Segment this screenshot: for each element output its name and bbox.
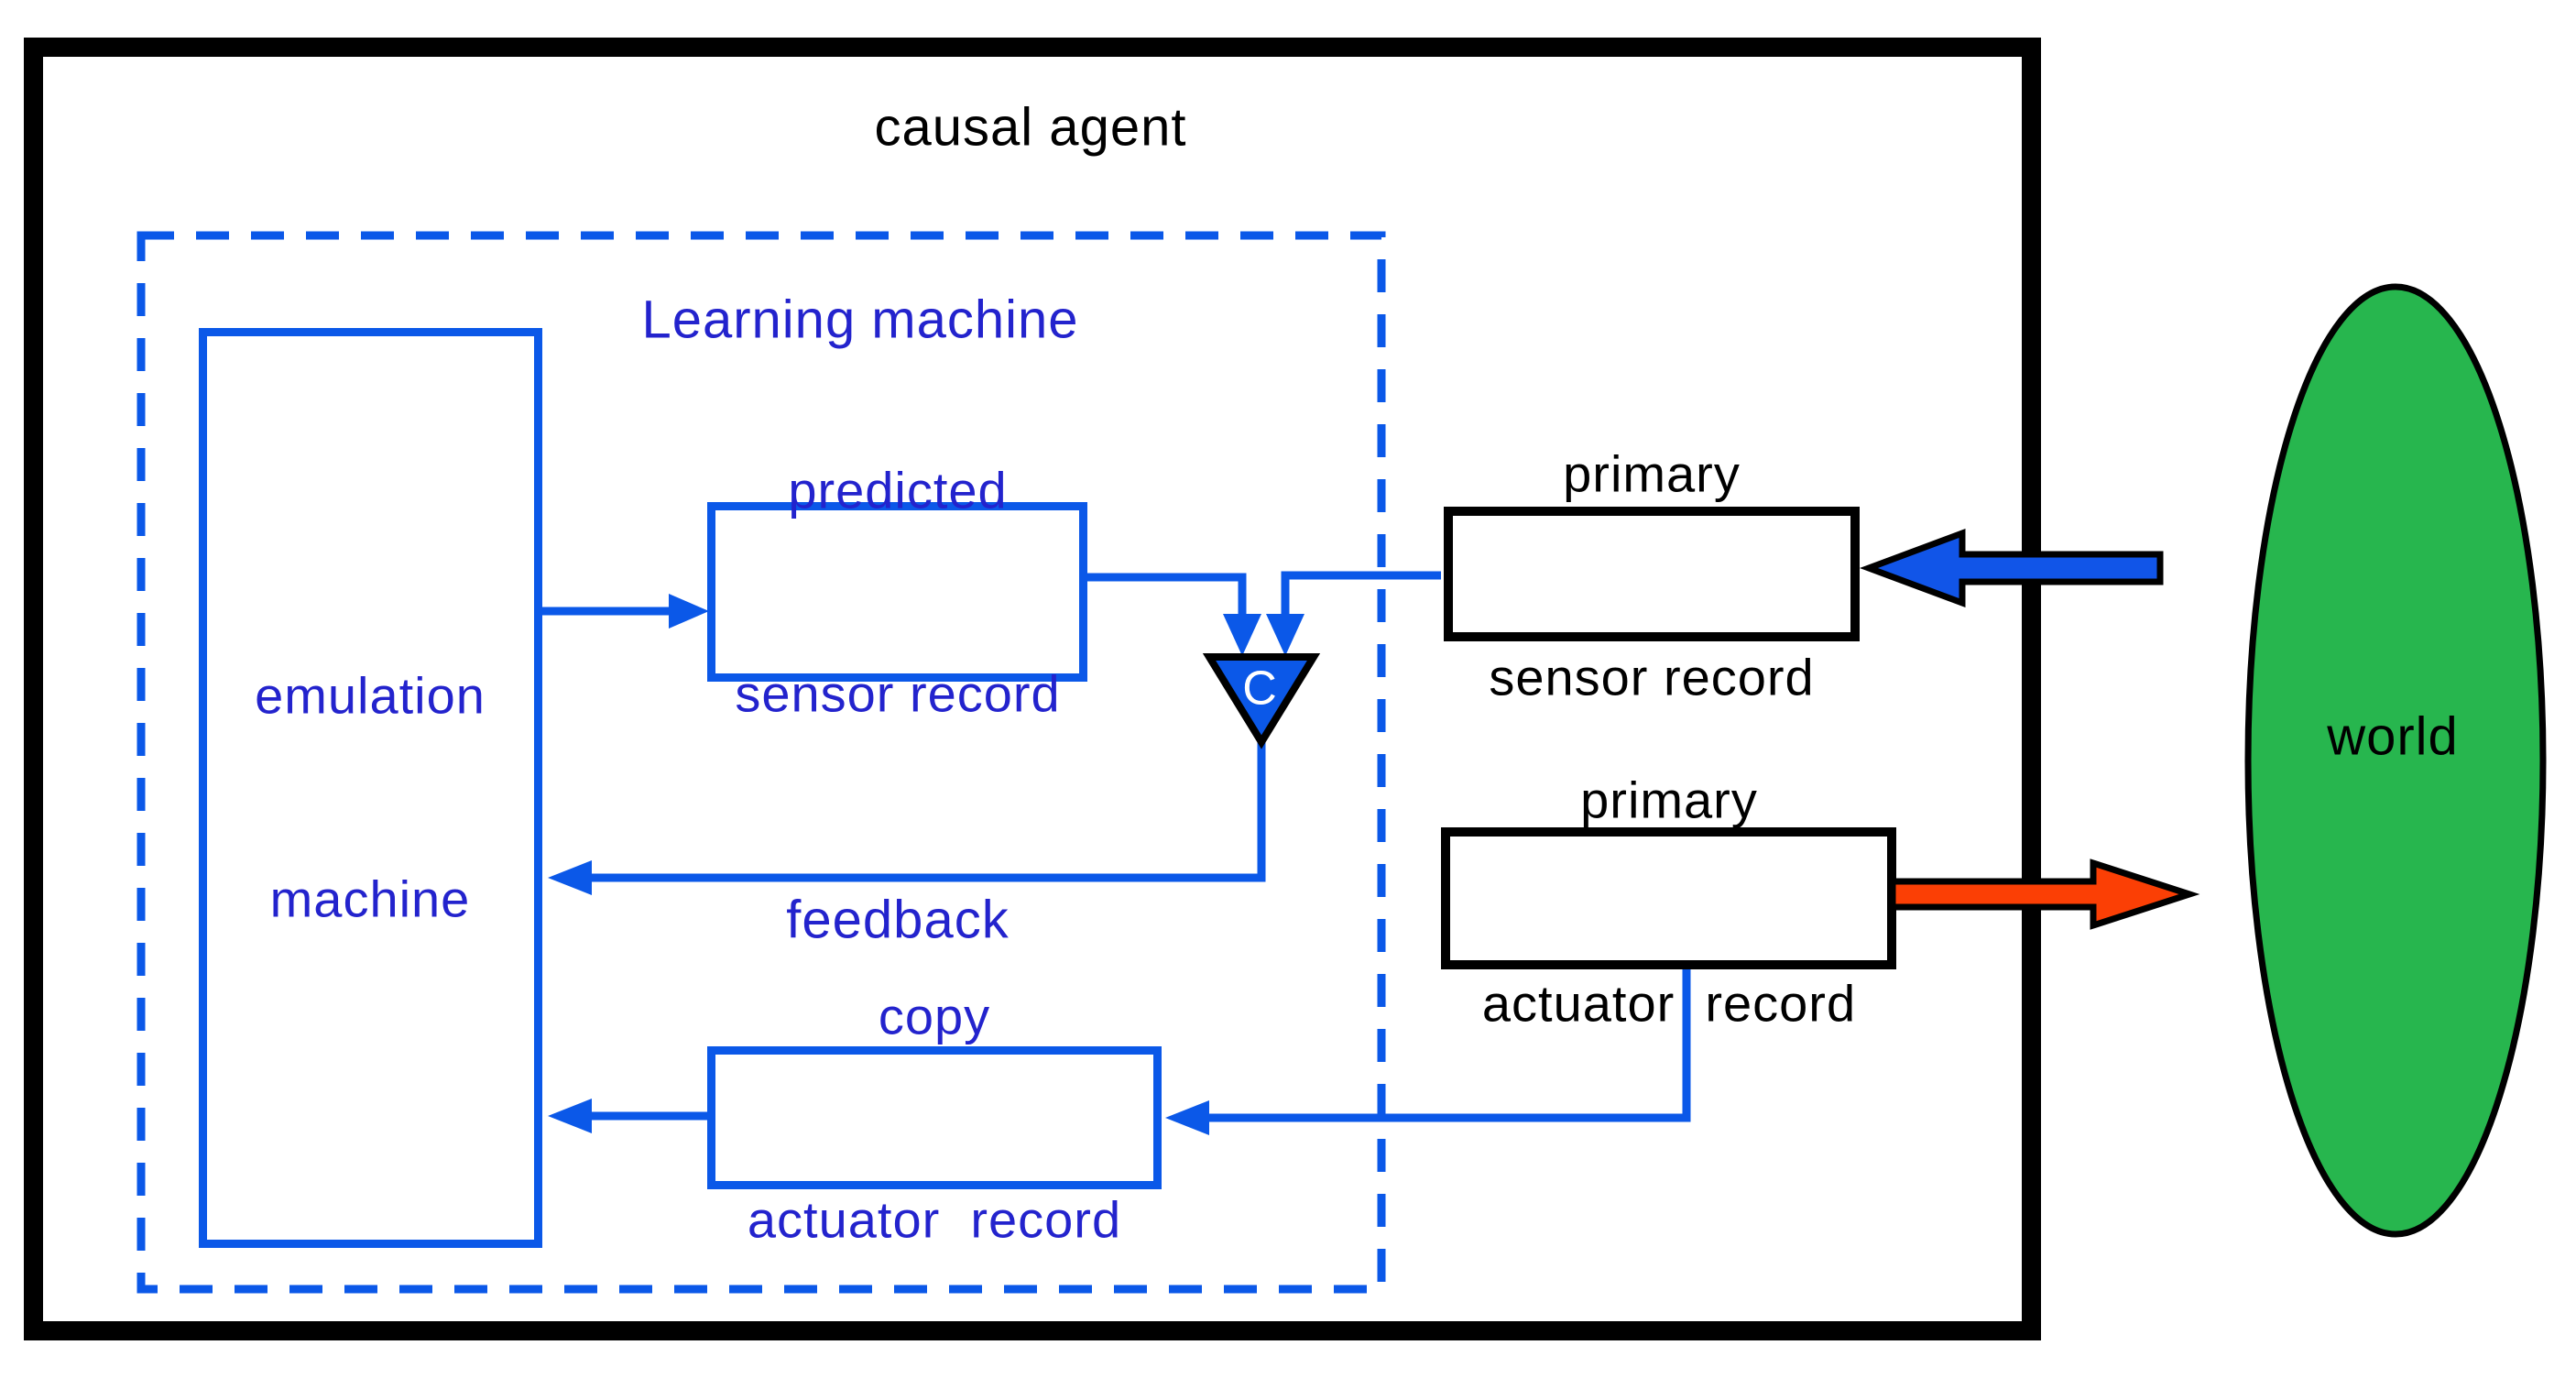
primary-actuator-record-box: [1441, 827, 1896, 969]
copy-actuator-label-line1: copy: [878, 987, 991, 1045]
arrowhead-left-icon: [548, 860, 592, 895]
copy-actuator-record-box: [707, 1046, 1162, 1189]
copy-actuator-label-line2: actuator record: [747, 1189, 1122, 1248]
arrowhead-right-icon: [669, 594, 709, 629]
comparator-label: C: [1242, 662, 1277, 716]
primary-sensor-record-box: [1444, 507, 1860, 641]
primary-sensor-record-label: primary sensor record: [1489, 304, 1814, 846]
primary-actuator-label-line2: actuator record: [1481, 973, 1857, 1032]
causal-agent-label: causal agent: [874, 97, 1187, 158]
primary-actuator-label-line1: primary: [1580, 771, 1758, 829]
primary-sensor-to-comparator-connector: [1266, 571, 1441, 656]
feedback-connector: [548, 738, 1266, 895]
copy-actuator-record-label: copy actuator record: [748, 847, 1121, 1388]
world-label: world: [2327, 706, 2459, 767]
comparator-triangle: [1202, 653, 1321, 749]
causal-agent-border: [24, 38, 2041, 1340]
primary-sensor-label-line1: primary: [1563, 444, 1741, 503]
emulation-machine-label: emulation machine: [255, 526, 486, 1067]
feedback-label: feedback: [786, 890, 1010, 950]
learning-machine-label: Learning machine: [641, 290, 1079, 350]
arrowhead-down-icon: [1223, 614, 1261, 656]
emulation-to-predicted-connector: [542, 594, 709, 629]
primary-actuator-to-copy-connector: [1165, 969, 1691, 1135]
learning-machine-dashed-border: [136, 231, 1386, 1294]
copy-to-emulation-connector: [548, 1099, 707, 1133]
world-to-sensor-arrow-icon: [1859, 528, 2164, 608]
predicted-sensor-record-box: [707, 502, 1087, 682]
emulation-machine-label-line2: machine: [269, 869, 471, 927]
actuator-to-world-arrow-icon: [1889, 859, 2200, 930]
primary-actuator-record-label: primary actuator record: [1482, 630, 1856, 1172]
emulation-machine-box: [199, 328, 542, 1248]
predicted-to-comparator-connector: [1087, 573, 1261, 656]
arrowhead-down-icon: [1266, 614, 1304, 656]
primary-sensor-label-line2: sensor record: [1489, 647, 1815, 705]
predicted-sensor-record-label: predicted sensor record: [735, 321, 1060, 862]
arrowhead-left-icon: [1165, 1100, 1209, 1135]
predicted-sensor-label-line2: sensor record: [735, 663, 1061, 722]
world-ellipse: [2244, 283, 2547, 1238]
arrowhead-left-icon: [548, 1099, 592, 1133]
predicted-sensor-label-line1: predicted: [788, 461, 1008, 520]
emulation-machine-label-line1: emulation: [255, 666, 486, 725]
